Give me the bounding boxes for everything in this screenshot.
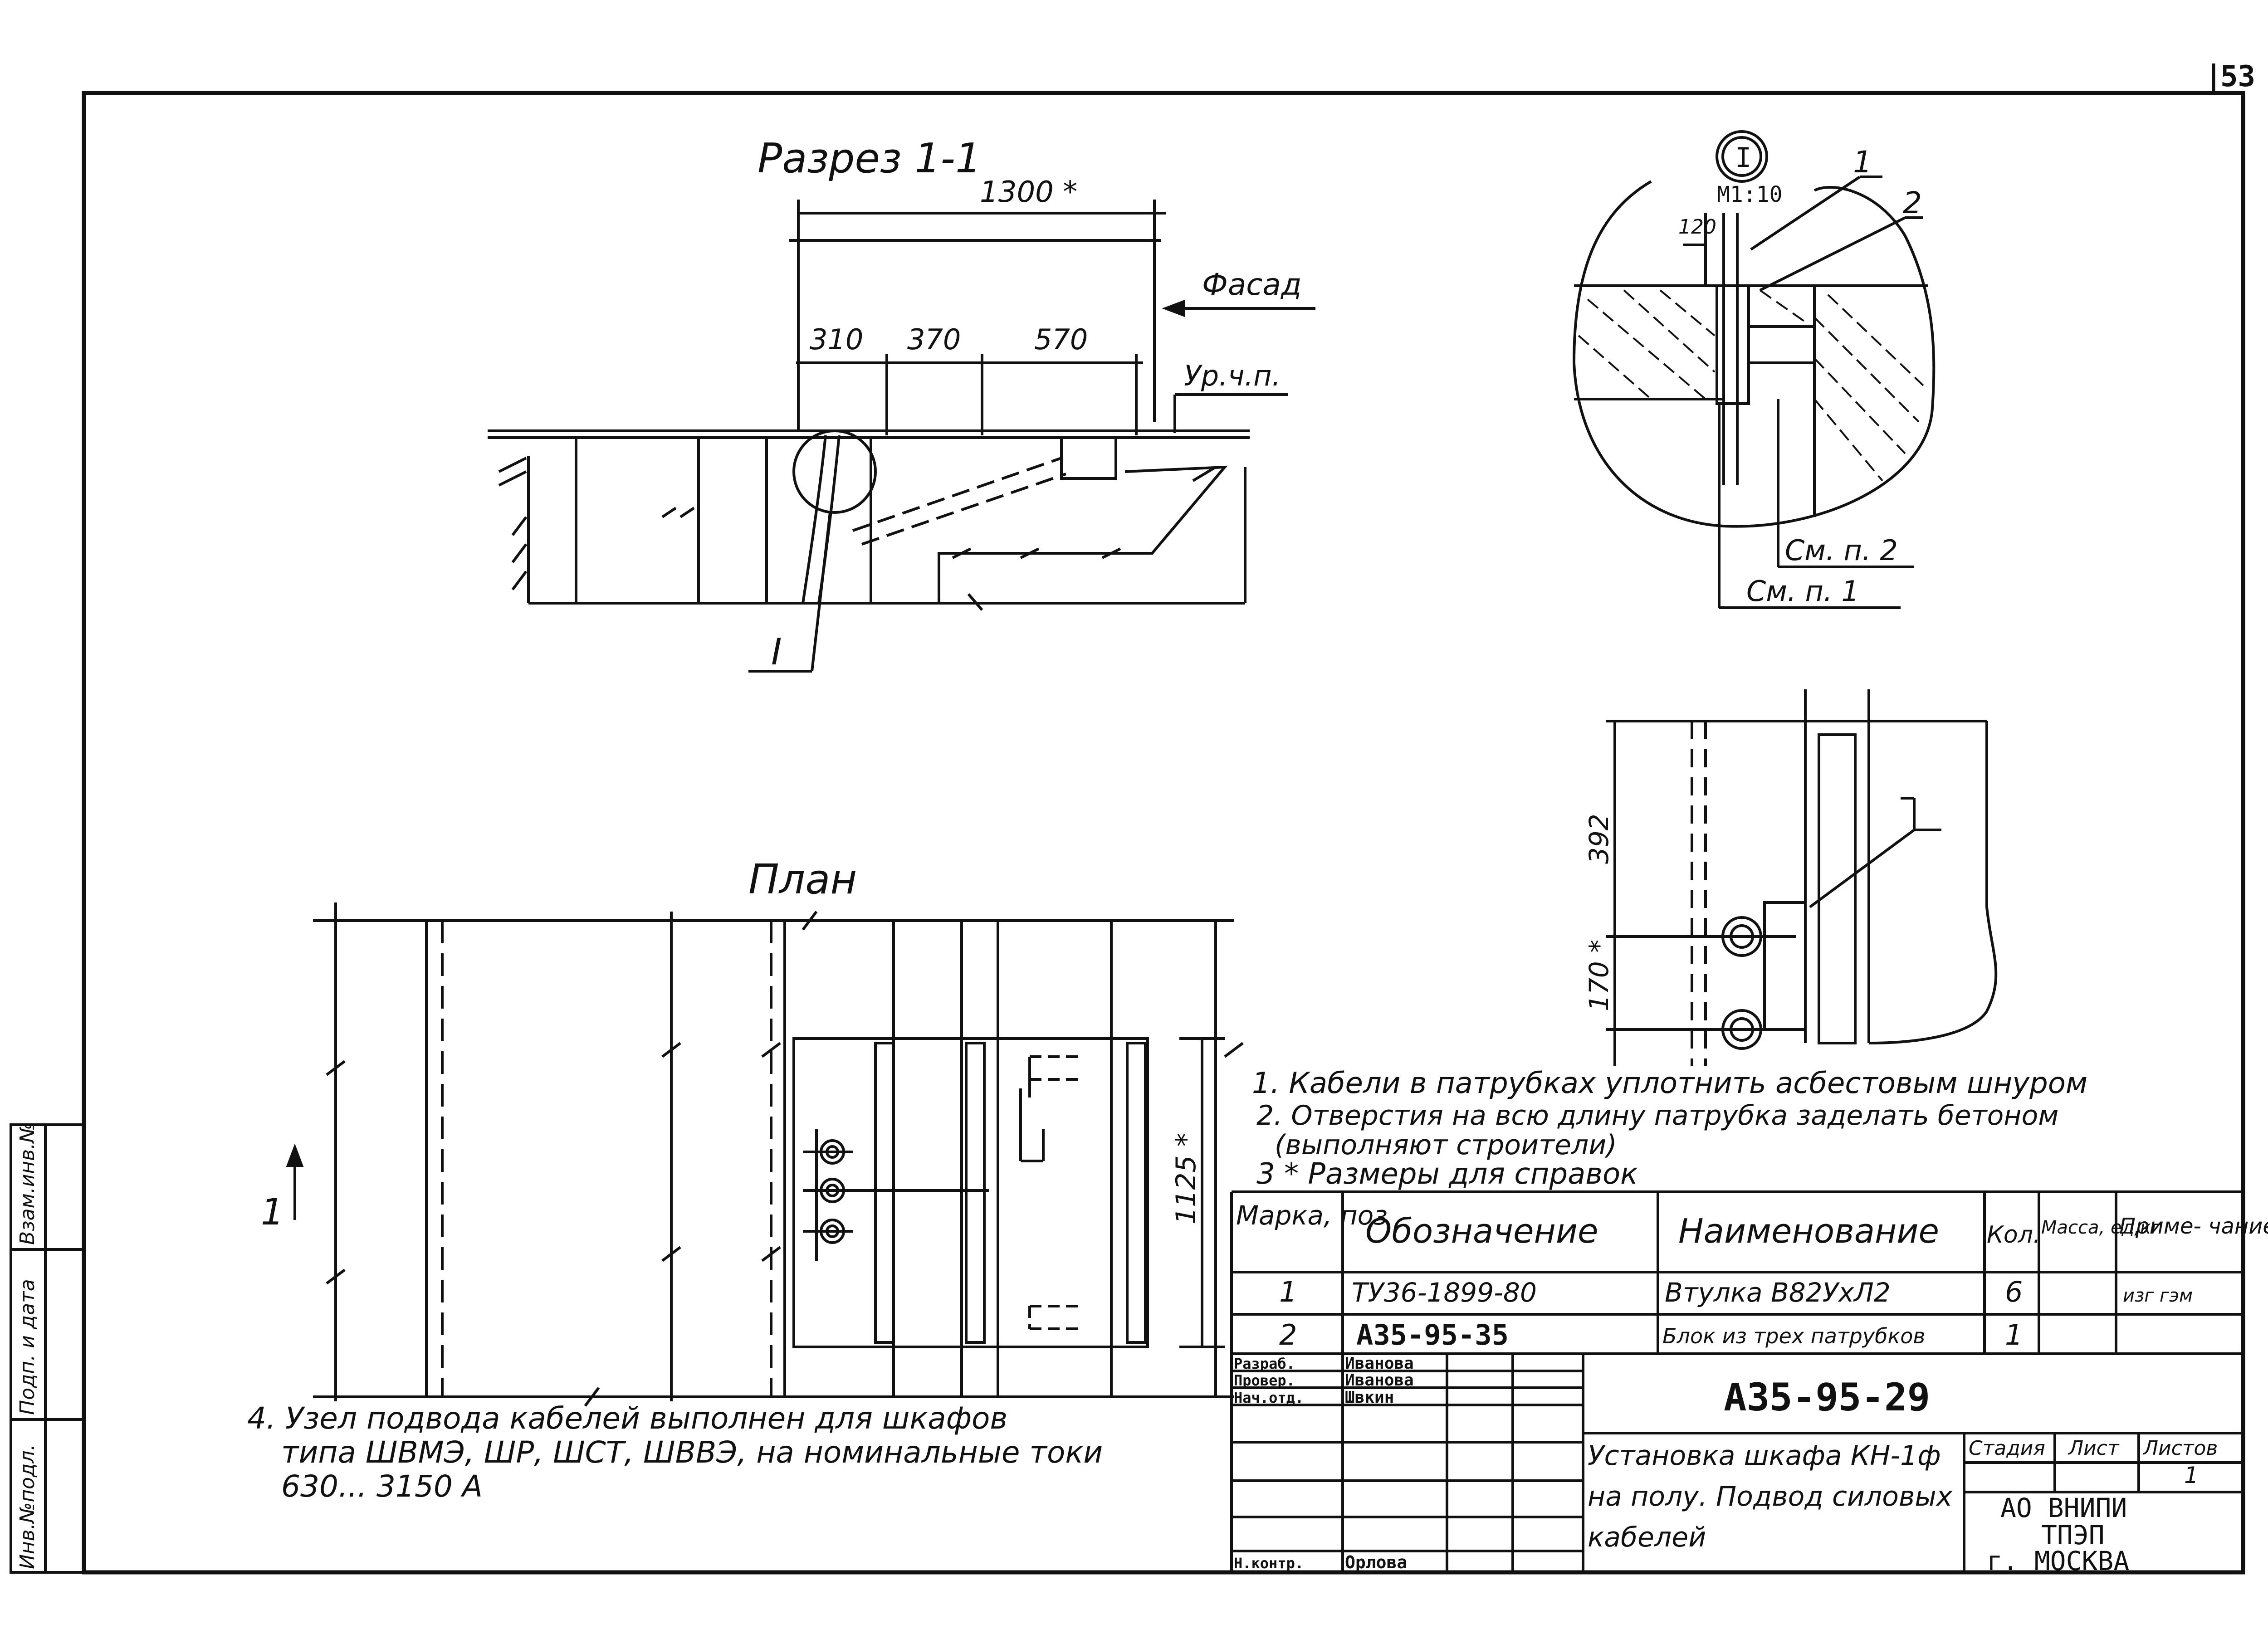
side-stamp-replace: Взам.инв.№ <box>16 1122 39 1245</box>
spec-header-mark: Марка, поз <box>1236 1200 1388 1231</box>
section-callout-label: I <box>771 631 782 673</box>
side-dim-392: 392 <box>1584 814 1614 864</box>
sheet-label: Лист <box>2068 1437 2120 1460</box>
org-line-3: г. МОСКВА <box>1987 1546 2129 1576</box>
spec-row-1-mark: 1 <box>1279 1275 1297 1308</box>
section-dim-570: 570 <box>1034 323 1088 356</box>
role-3-name: Швкин <box>1345 1388 1394 1407</box>
spec-header-note: Приме- чание <box>2119 1214 2268 1239</box>
detail-scale: M1:10 <box>1717 182 1783 207</box>
spec-row-1-name: Втулка В82УхЛ2 <box>1665 1277 1891 1308</box>
spec-header-name: Наименование <box>1678 1212 1939 1251</box>
facade-label: Фасад <box>1202 267 1302 302</box>
doc-title-line-2: на полу. Подвод силовых <box>1588 1481 1953 1512</box>
sheet-frame <box>82 91 2245 1575</box>
plan-cut-marker: 1 <box>261 1191 284 1233</box>
role-1: Разраб. <box>1234 1355 1295 1372</box>
side-view-drawing <box>1606 689 1998 1066</box>
doc-title-line-1: Установка шкафа КН-1ф <box>1588 1440 1941 1472</box>
side-dim-170: 170 * <box>1584 940 1614 1011</box>
doc-code: А35-95-29 <box>1724 1375 1930 1419</box>
sheets-label: Листов <box>2142 1437 2218 1460</box>
spec-header-designation: Обозначение <box>1365 1212 1598 1251</box>
detail-pos-1: 1 <box>1853 145 1872 180</box>
note-line-2: 2. Отверстия на всю длину патрубка задел… <box>1256 1100 2059 1132</box>
section-dim-310: 310 <box>810 323 863 356</box>
side-stamp-sign: Подп. и дата <box>16 1279 39 1415</box>
detail-pos-2: 2 <box>1903 185 1922 220</box>
role-1-name: Иванова <box>1345 1354 1414 1373</box>
floor-level-label: Ур.ч.п. <box>1184 359 1281 392</box>
spec-row-2-designation: А35-95-35 <box>1356 1318 1509 1351</box>
spec-row-1-note: изг гэм <box>2123 1285 2193 1306</box>
note4-line-1: 4. Узел подвода кабелей выполнен для шка… <box>247 1401 1007 1436</box>
detail-ref-p2: См. п. 2 <box>1785 534 1898 567</box>
plan-title: План <box>748 856 857 903</box>
org-line-1: АО ВНИПИ <box>2000 1493 2127 1523</box>
note-line-4: 3 * Размеры для справок <box>1256 1157 1638 1191</box>
org-line-2: ТПЭП <box>2041 1520 2105 1551</box>
role-4-name: Орлова <box>1345 1552 1407 1572</box>
side-stamp-inv: Инв.№подл. <box>16 1444 39 1569</box>
detail-marker-label: I <box>1735 142 1751 174</box>
doc-title-line-3: кабелей <box>1588 1522 1706 1553</box>
note4-line-3: 630... 3150 А <box>281 1469 483 1504</box>
spec-row-2-mark: 2 <box>1279 1318 1297 1351</box>
role-2-name: Иванова <box>1345 1371 1414 1390</box>
spec-row-2-name: Блок из трех патрубков <box>1662 1324 1926 1348</box>
section-dim-total: 1300 * <box>980 176 1077 209</box>
section-title: Разрез 1-1 <box>758 135 981 182</box>
note-line-3: (выполняют строители) <box>1275 1129 1617 1161</box>
spec-row-1-qty: 6 <box>2005 1275 2023 1308</box>
role-3: Нач.отд. <box>1234 1389 1304 1406</box>
spec-row-2-qty: 1 <box>2005 1318 2023 1351</box>
role-2: Провер. <box>1234 1372 1295 1389</box>
role-4: Н.контр. <box>1234 1555 1304 1572</box>
detail-I-drawing <box>1572 130 1936 609</box>
detail-dim-120: 120 <box>1678 215 1716 239</box>
stage-label: Стадия <box>1969 1437 2045 1460</box>
page-number: 53 <box>2220 60 2255 93</box>
plan-drawing <box>286 902 1244 1407</box>
note-line-1: 1. Кабели в патрубках уплотнить асбестов… <box>1252 1067 2087 1100</box>
spec-row-1-designation: ТУ36-1899-80 <box>1352 1277 1537 1308</box>
section-1-1-drawing <box>488 200 1315 673</box>
detail-marker-circle <box>1716 130 1768 183</box>
note4-line-2: типа ШВМЭ, ШР, ШСТ, ШВВЭ, на номинальные… <box>281 1435 1103 1470</box>
sheets-value: 1 <box>2184 1462 2199 1488</box>
spec-header-qty: Кол. <box>1987 1221 2041 1249</box>
detail-ref-p1: См. п. 1 <box>1746 575 1859 608</box>
plan-dim-1125: 1125 * <box>1170 1133 1202 1224</box>
side-stamp <box>10 1123 85 1574</box>
section-dim-370: 370 <box>907 323 961 356</box>
spec-header-mass: Масса, ед,кг <box>2041 1217 2161 1238</box>
spec-table-grid <box>1230 1190 2243 1572</box>
title-block-grid <box>1232 1354 2243 1572</box>
